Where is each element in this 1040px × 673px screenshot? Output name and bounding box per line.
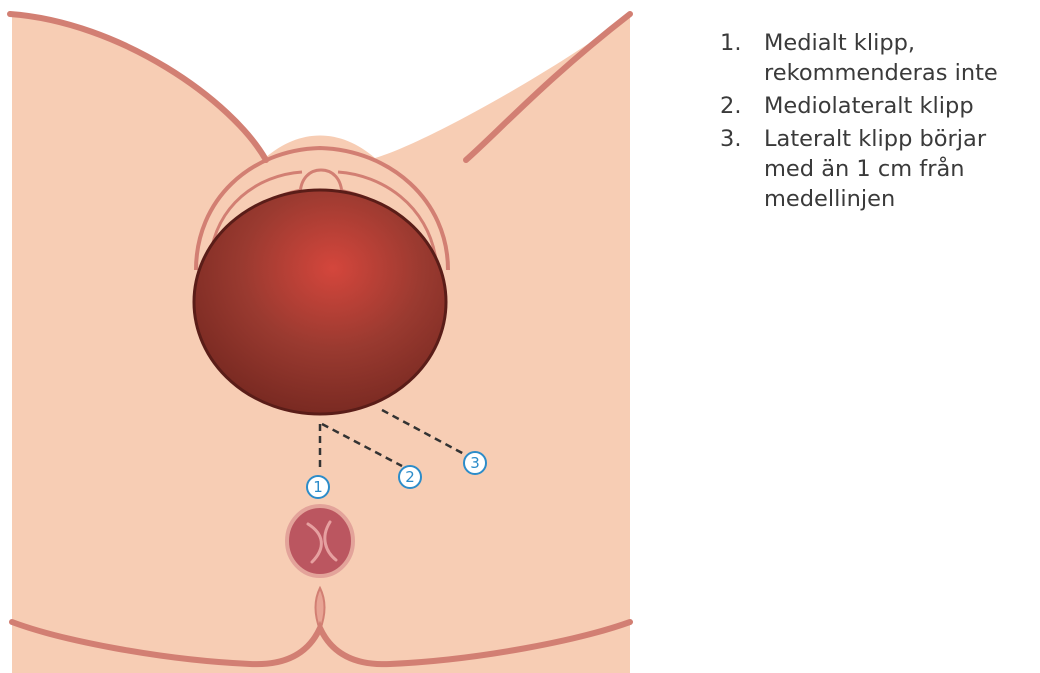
- legend-item: 2. Mediolateralt klipp: [720, 91, 1035, 121]
- marker-3-label: 3: [470, 454, 480, 472]
- marker-3: 3: [464, 452, 486, 474]
- legend-number: 1.: [720, 28, 764, 88]
- marker-1-label: 1: [313, 478, 323, 496]
- fetal-head: [194, 190, 446, 414]
- legend-number: 3.: [720, 124, 764, 214]
- legend-list: 1. Medialt klipp, rekommenderas inte 2. …: [720, 28, 1035, 217]
- legend-item: 1. Medialt klipp, rekommenderas inte: [720, 28, 1035, 88]
- anatomy-illustration: 1 2 3: [0, 0, 640, 673]
- legend-item: 3. Lateralt klipp börjar med än 1 cm frå…: [720, 124, 1035, 214]
- legend-text: Lateralt klipp börjar med än 1 cm från m…: [764, 124, 1035, 214]
- marker-2: 2: [399, 466, 421, 488]
- marker-1: 1: [307, 476, 329, 498]
- legend-text: Mediolateralt klipp: [764, 91, 1035, 121]
- marker-2-label: 2: [405, 468, 415, 486]
- legend-text: Medialt klipp, rekommenderas inte: [764, 28, 1035, 88]
- legend-number: 2.: [720, 91, 764, 121]
